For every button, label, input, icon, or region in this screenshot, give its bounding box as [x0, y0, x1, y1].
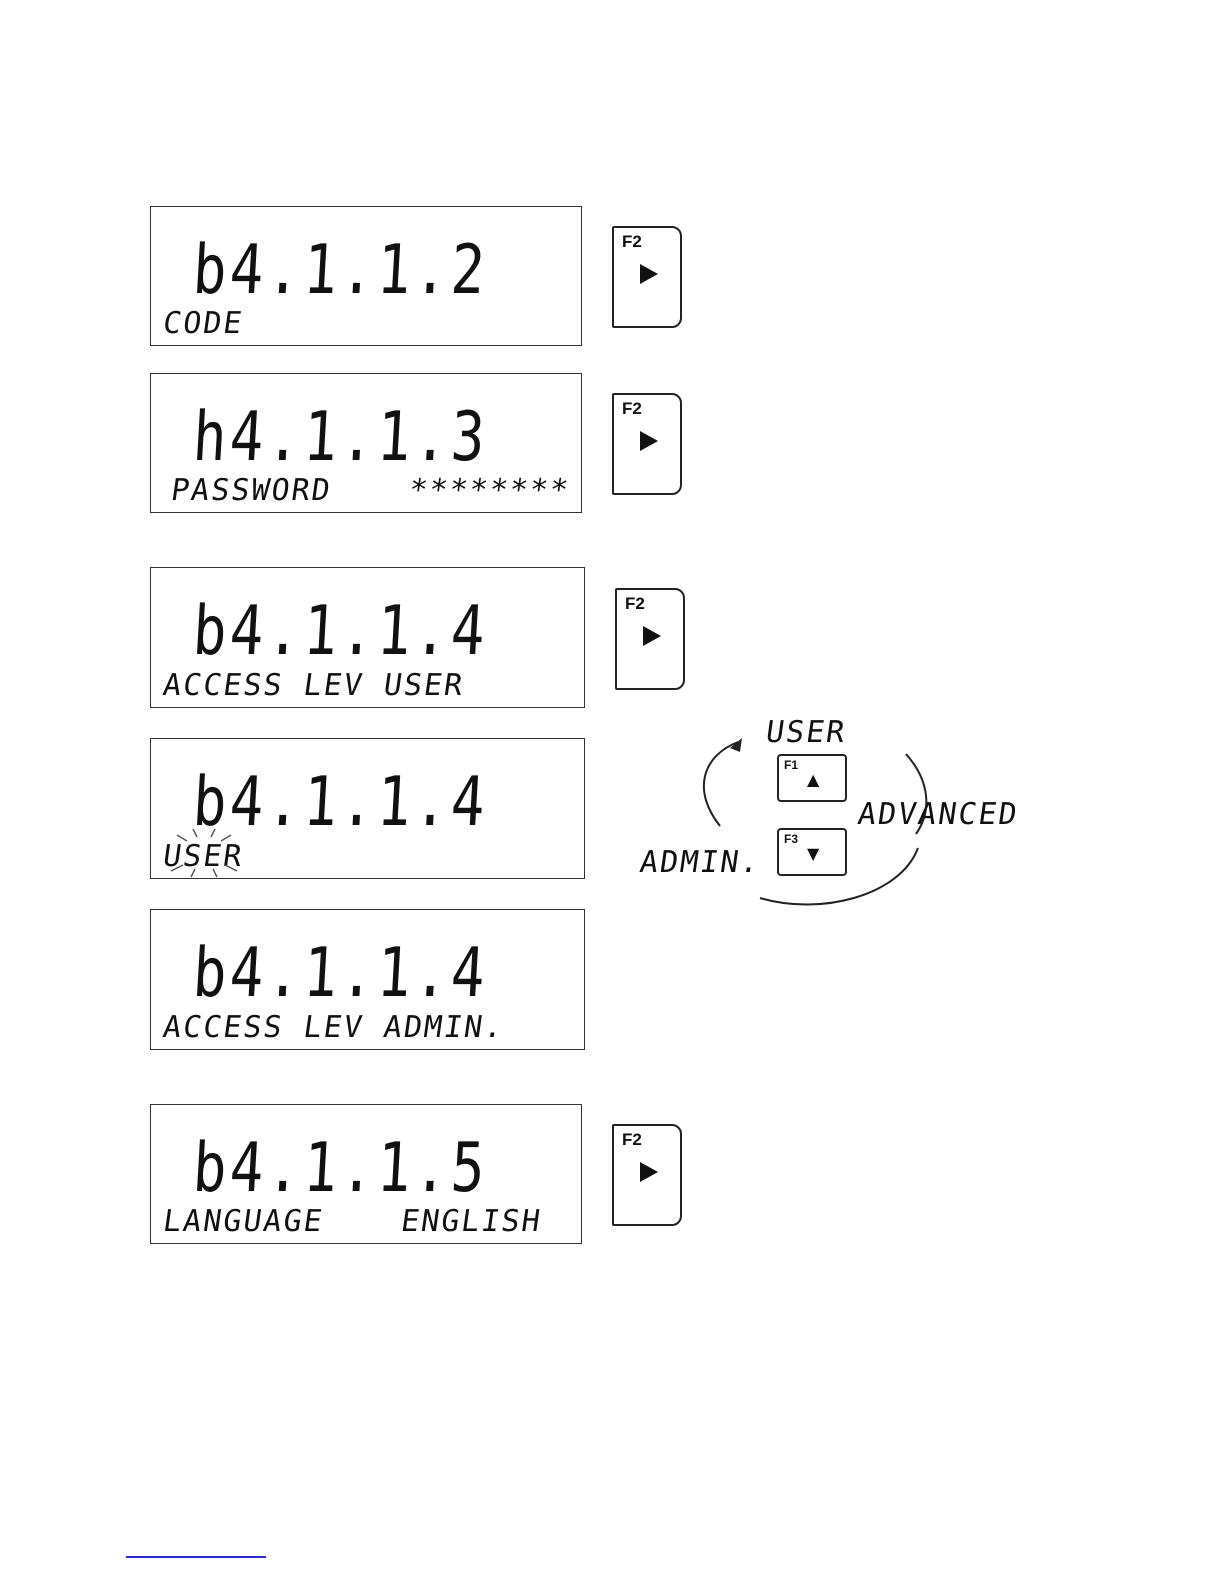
- footer-divider: [126, 1556, 266, 1558]
- arrow-right-icon: [643, 626, 661, 646]
- f2-key[interactable]: F2: [612, 1124, 682, 1226]
- lcd-screen-language: b4.1.1.5 LANGUAGE ENGLISH: [150, 1104, 582, 1244]
- option-advanced: ADVANCED: [856, 800, 1021, 830]
- parameter-label: CODE: [161, 309, 245, 339]
- f2-key[interactable]: F2: [612, 393, 682, 495]
- f3-down-key[interactable]: F3 ▼: [777, 828, 847, 876]
- lcd-screen-code: b4.1.1.2 CODE: [150, 206, 582, 346]
- arrow-right-icon: [640, 431, 658, 451]
- f2-key-label: F2: [622, 399, 642, 419]
- lcd-screen-access-level-edit: b4.1.1.4 USER: [150, 738, 585, 879]
- f2-key[interactable]: F2: [615, 588, 685, 690]
- parameter-code: b4.1.1.4: [191, 598, 490, 666]
- parameter-code: h4.1.1.3: [191, 404, 490, 472]
- lcd-screen-access-level: b4.1.1.4 ACCESS LEV USER: [150, 567, 585, 708]
- blink-indicator-icon: [157, 825, 247, 879]
- f2-key-label: F2: [622, 232, 642, 252]
- f3-key-label: F3: [784, 832, 798, 846]
- parameter-label: ACCESS LEV ADMIN.: [161, 1013, 506, 1043]
- arrow-right-icon: [640, 264, 658, 284]
- parameter-code: b4.1.1.2: [191, 237, 490, 305]
- password-value: ********: [407, 476, 572, 506]
- f2-key-label: F2: [622, 1130, 642, 1150]
- lcd-screen-password: h4.1.1.3 PASSWORD ********: [150, 373, 582, 513]
- parameter-label: LANGUAGE: [161, 1207, 326, 1237]
- arrow-up-icon: ▲: [807, 772, 819, 788]
- f1-key-label: F1: [784, 758, 798, 772]
- arrow-down-icon: ▼: [807, 846, 819, 862]
- f2-key-label: F2: [625, 594, 645, 614]
- f2-key[interactable]: F2: [612, 226, 682, 328]
- arrow-right-icon: [640, 1162, 658, 1182]
- parameter-code: b4.1.1.4: [191, 940, 490, 1008]
- option-user: USER: [764, 718, 848, 748]
- parameter-label: PASSWORD: [169, 476, 334, 506]
- option-admin: ADMIN.: [638, 848, 763, 878]
- language-value: ENGLISH: [399, 1207, 544, 1237]
- lcd-screen-access-level-admin: b4.1.1.4 ACCESS LEV ADMIN.: [150, 909, 585, 1050]
- f1-up-key[interactable]: F1 ▲: [777, 754, 847, 802]
- parameter-label: ACCESS LEV USER: [161, 671, 466, 701]
- parameter-code: b4.1.1.5: [191, 1135, 490, 1203]
